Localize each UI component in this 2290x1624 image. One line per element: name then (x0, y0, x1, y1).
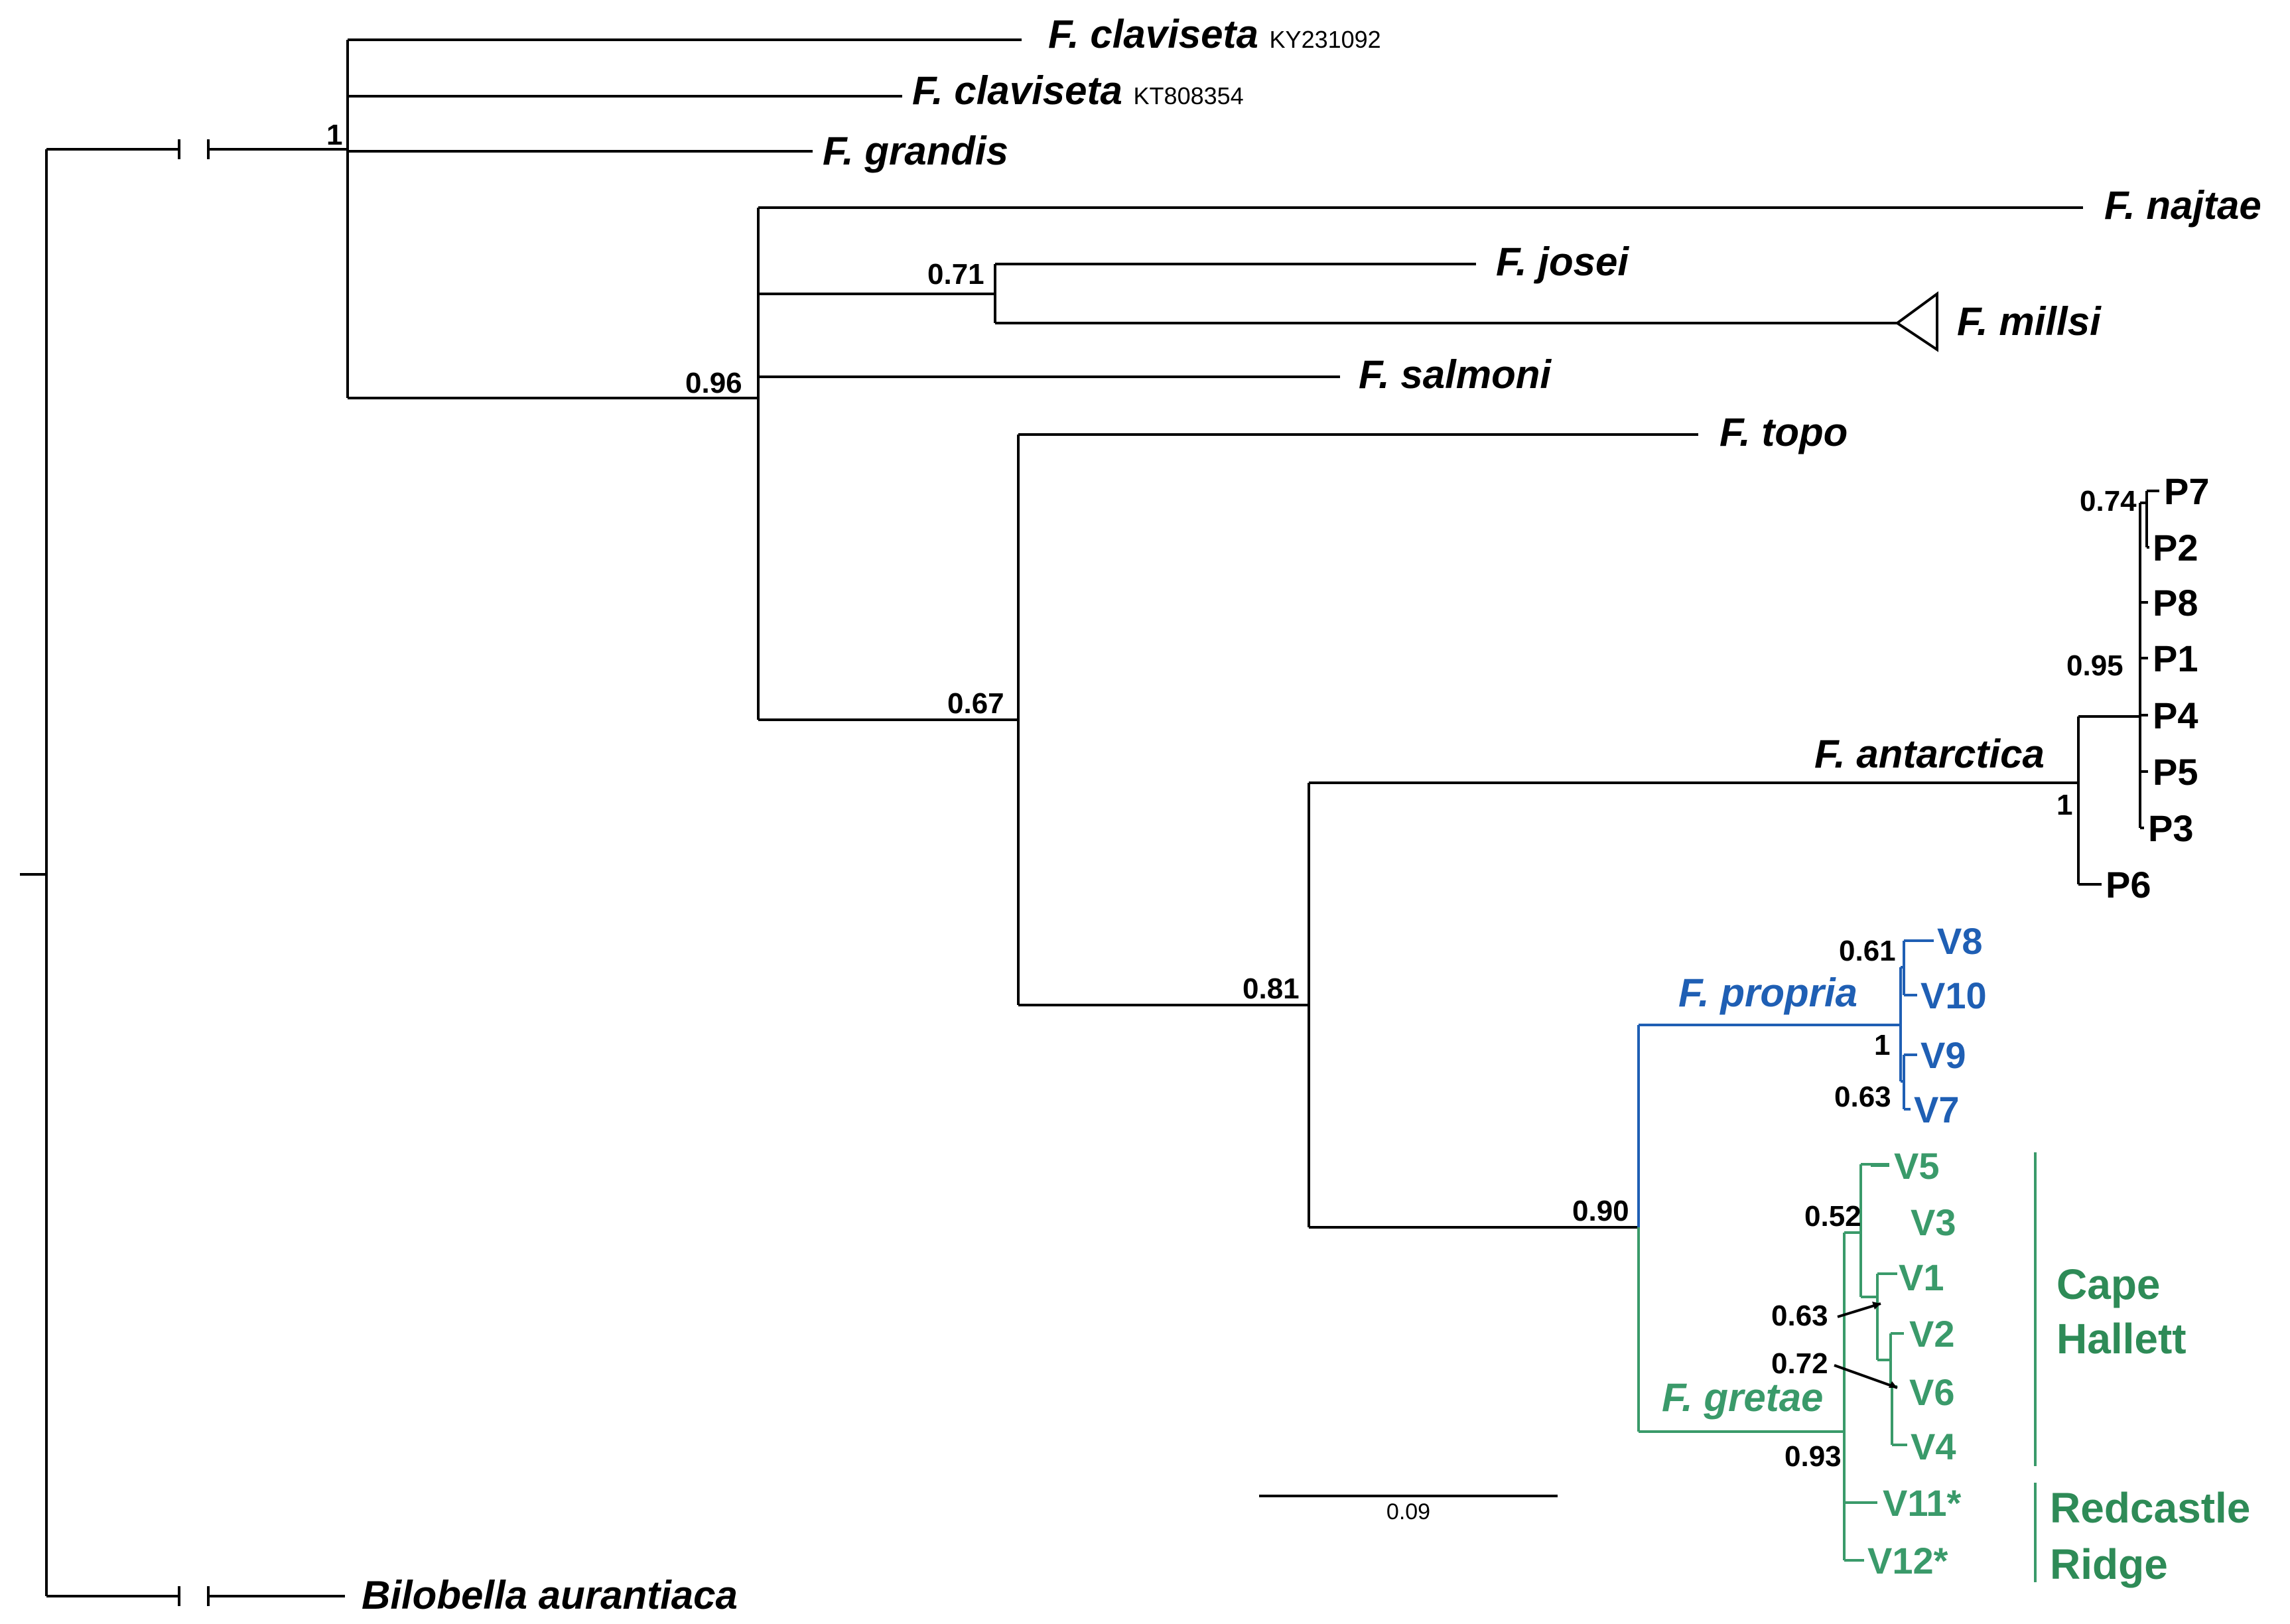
tip-v7: V7 (1914, 1089, 1960, 1130)
root-branches (20, 139, 348, 1606)
antarctica-clade-branches (2077, 490, 2159, 886)
support-gretae: 0.93 (1785, 1440, 1842, 1473)
taxon-millsi: F. millsi (1957, 299, 2102, 344)
tip-p1: P1 (2153, 638, 2198, 679)
taxon-josei: F. josei (1496, 239, 1629, 284)
collapsed-clade-triangle (1895, 291, 1938, 352)
propria-tips: V8 V10 V9 V7 (1914, 920, 1987, 1130)
taxon-claviseta-2: F. claviseta KT808354 (912, 68, 1244, 113)
group-cape-hallett-line2: Hallett (2056, 1315, 2187, 1363)
support-propria: 1 (1874, 1029, 1890, 1061)
support-096: 0.96 (685, 367, 742, 399)
tip-v6: V6 (1909, 1371, 1955, 1413)
taxon-topo: F. topo (1719, 410, 1848, 454)
tip-v5: V5 (1894, 1145, 1940, 1187)
support-052: 0.52 (1804, 1200, 1861, 1233)
support-072: 0.72 (1771, 1347, 1828, 1380)
group-redcastle-ridge-line1: Redcastle (2050, 1484, 2250, 1532)
gretae-clade-branches (1637, 1163, 1904, 1562)
pointer-arrows (1834, 1302, 1898, 1389)
tip-p6: P6 (2106, 864, 2151, 906)
support-095: 0.95 (2066, 649, 2123, 682)
tip-p5: P5 (2153, 751, 2198, 793)
taxon-gretae: F. gretae (1662, 1375, 1823, 1420)
taxon-bilobella: Bilobella aurantiaca (362, 1573, 738, 1617)
support-antarctica: 1 (2056, 789, 2072, 821)
tip-p4: P4 (2153, 695, 2198, 736)
group-redcastle-ridge-line2: Ridge (2050, 1540, 2168, 1588)
support-067: 0.67 (947, 687, 1004, 720)
scale-bar-label: 0.09 (1386, 1499, 1430, 1524)
tip-p3: P3 (2148, 807, 2194, 849)
tip-v2: V2 (1909, 1313, 1955, 1355)
clade-067-branches (1017, 433, 2078, 1229)
support-090: 0.90 (1572, 1195, 1629, 1227)
tip-p2: P2 (2153, 527, 2198, 569)
tip-v11: V11* (1883, 1482, 1962, 1524)
tip-v10: V10 (1920, 975, 1987, 1016)
support-v8v10: 0.61 (1839, 935, 1896, 967)
support-claviseta: 1 (326, 119, 342, 151)
support-081: 0.81 (1243, 973, 1300, 1005)
ingroup-branches (346, 38, 1022, 399)
support-063: 0.63 (1771, 1300, 1828, 1332)
propria-clade-branches (1637, 939, 1934, 1227)
tip-v9: V9 (1920, 1034, 1966, 1076)
taxon-propria: F. propria (1678, 971, 1857, 1015)
tip-p8: P8 (2153, 582, 2198, 624)
taxon-antarctica: F. antarctica (1814, 732, 2045, 776)
tip-v8: V8 (1937, 920, 1983, 962)
taxon-salmoni: F. salmoni (1359, 352, 1552, 397)
group-labels: Cape Hallett Redcastle Ridge (2050, 1260, 2250, 1588)
support-071: 0.71 (927, 258, 984, 291)
taxon-najtae: F. najtae (2104, 183, 2261, 228)
tip-v1: V1 (1899, 1256, 1944, 1298)
gretae-tips: V5 V3 V1 V2 V6 V4 V11* V12* (1867, 1145, 1962, 1582)
support-074: 0.74 (2080, 485, 2137, 517)
tip-v12: V12* (1867, 1540, 1948, 1582)
tip-v3: V3 (1911, 1201, 1956, 1243)
clade-096-branches (757, 206, 2083, 721)
antarctica-tips: P7 P2 P8 P1 P4 P5 P3 P6 (2106, 470, 2210, 906)
tip-p7: P7 (2164, 470, 2210, 512)
taxon-claviseta-1: F. claviseta KY231092 (1048, 12, 1381, 56)
taxon-grandis: F. grandis (823, 129, 1008, 173)
group-cape-hallett-line1: Cape (2056, 1260, 2161, 1308)
support-v9v7: 0.63 (1834, 1081, 1891, 1113)
support-values: 1 0.96 0.71 0.67 0.81 0.90 1 0.95 0.74 1… (326, 119, 2137, 1473)
tip-v4: V4 (1911, 1426, 1956, 1467)
